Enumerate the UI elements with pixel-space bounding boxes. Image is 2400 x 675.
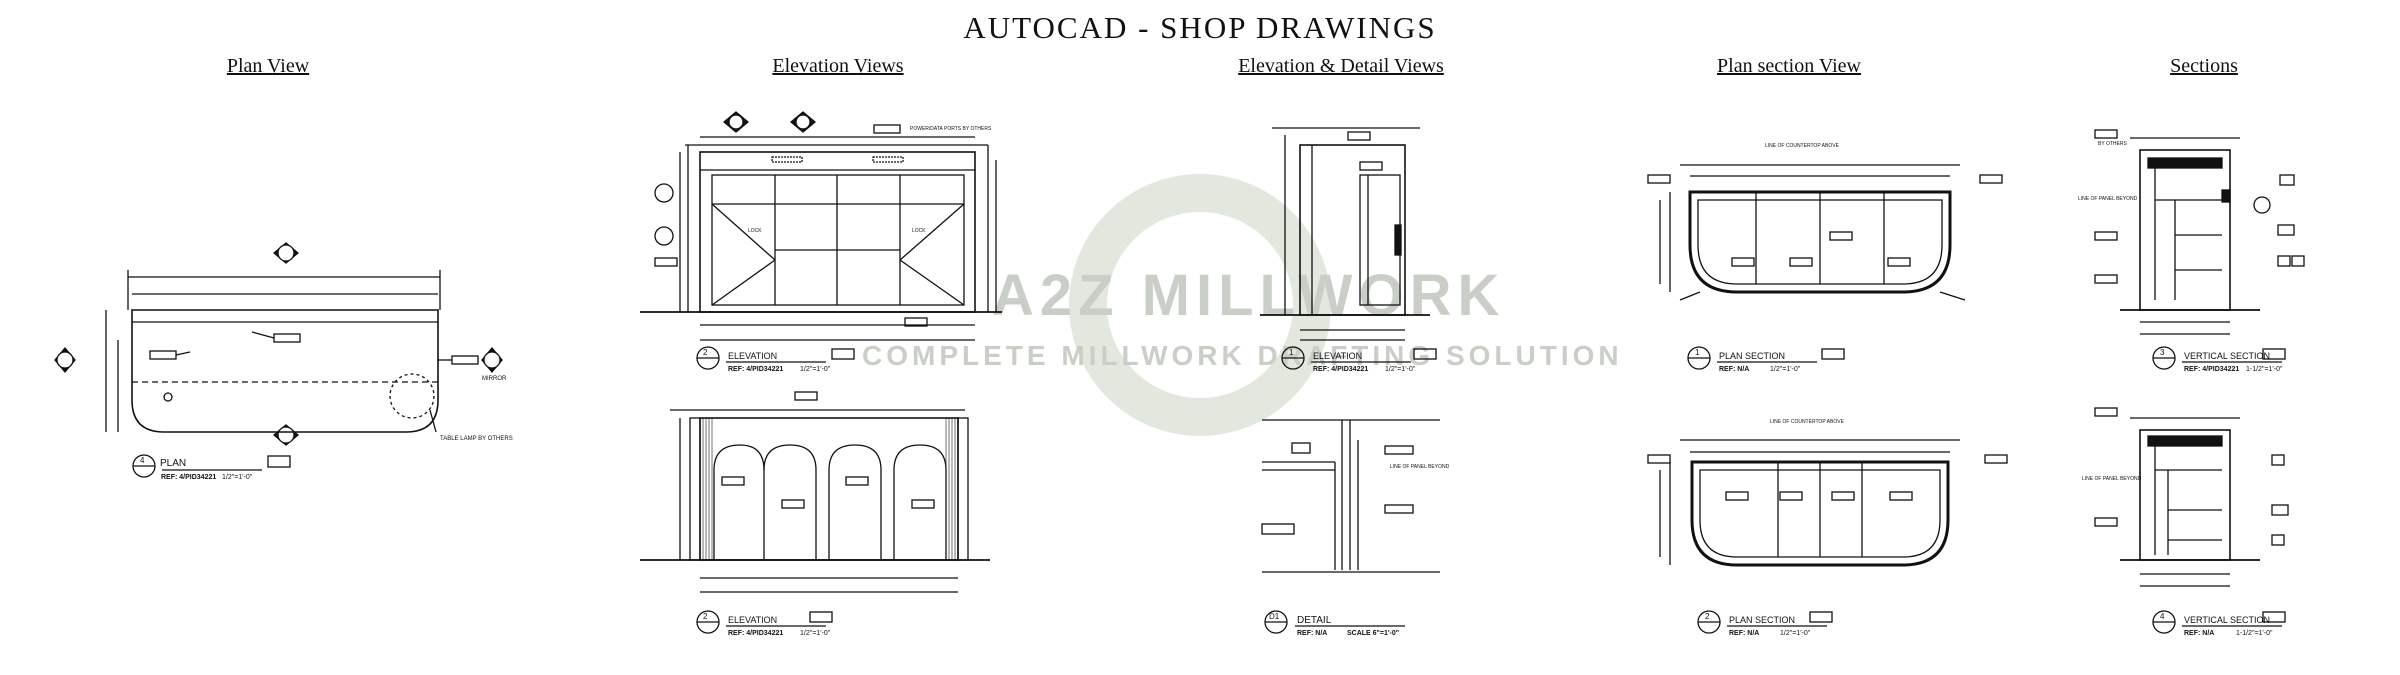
plan-number: 4 [140,456,145,465]
plan-section-bottom-scale: 1/2"=1'-0" [1780,630,1811,637]
section-marker-icon [789,111,817,133]
by-others-note: BY OTHERS [2098,141,2127,147]
plan-label: PLAN [160,458,186,469]
line-of-panel-note: LINE OF PANEL BEYOND [1390,464,1450,470]
plan-section-top-number: 1 [1695,348,1700,357]
section-marker-icon [272,424,300,446]
elev-top-label: ELEVATION [728,351,777,361]
detail-label: DETAIL [1297,615,1332,626]
vsection-bottom-scale: 1-1/2"=1'-0" [2236,630,2273,637]
lock-note-right: LOCK [912,228,926,234]
vsection-bottom-label: VERTICAL SECTION [2184,615,2270,625]
plan-scale: 1/2"=1'-0" [222,474,253,481]
vsection-top-label: VERTICAL SECTION [2184,351,2270,361]
elev-side-scale: 1/2"=1'-0" [1385,366,1416,373]
elevation-bottom-drawing: 2 ELEVATION REF: 4/PID34221 1/2"=1'-0" [640,391,990,637]
elev-side-ref: REF: 4/PID34221 [1313,366,1368,373]
section-marker-icon [54,346,76,374]
plan-section-top-label: PLAN SECTION [1719,351,1785,361]
plan-section-bottom-drawing: 2 PLAN SECTION REF: N/A 1/2"=1'-0" LINE … [1647,419,2008,637]
detail-number: D1 [1269,612,1280,621]
elev-bottom-label: ELEVATION [728,615,777,625]
watermark-tagline: COMPLETE MILLWORK DRAFTING SOLUTION [862,340,1623,371]
vsection-bottom-ref: REF: N/A [2184,630,2214,637]
plan-section-bottom-ref: REF: N/A [1729,630,1759,637]
vsection-bottom-number: 4 [2160,612,2165,621]
section-marker-icon [722,111,750,133]
plan-section-top-scale: 1/2"=1'-0" [1770,366,1801,373]
section-marker-icon [272,242,300,264]
elev-top-number: 2 [703,348,708,357]
power-data-note: POWER/DATA PORTS BY OTHERS [910,126,992,132]
elev-side-number: 1 [1289,348,1294,357]
panel-note-bottom: LINE OF PANEL BEYOND [2082,476,2142,482]
vsection-top-number: 3 [2160,348,2165,357]
section-marker-icon [481,346,503,374]
elev-top-ref: REF: 4/PID34221 [728,366,783,373]
section-title-plan-view: Plan View [226,55,310,77]
section-title-sections: Sections [2170,55,2238,77]
detail-ref: REF: N/A [1297,630,1327,637]
plan-section-top-drawing: 1 PLAN SECTION REF: N/A 1/2"=1'-0" LINE … [1647,143,2003,373]
mirror-note: MIRROR [482,376,507,382]
detail-scale: SCALE 6"=1'-0" [1347,630,1399,637]
vertical-section-top-drawing: 3 VERTICAL SECTION REF: 4/PID34221 1-1/2… [2078,129,2305,373]
section-title-plan-section-view: Plan section View [1717,55,1861,77]
plan-section-top-ref: REF: N/A [1719,366,1749,373]
countertop-note-top: LINE OF COUNTERTOP ABOVE [1765,143,1840,149]
vsection-top-ref: REF: 4/PID34221 [2184,366,2239,373]
section-title-elevation-detail-views: Elevation & Detail Views [1238,55,1444,77]
elev-side-label: ELEVATION [1313,351,1362,361]
plan-section-bottom-number: 2 [1705,612,1710,621]
elev-top-scale: 1/2"=1'-0" [800,366,831,373]
elevation-top-drawing: 2 ELEVATION REF: 4/PID34221 1/2"=1'-0" P… [640,111,1002,373]
panel-note-top: LINE OF PANEL BEYOND [2078,196,2138,202]
vsection-top-scale: 1-1/2"=1'-0" [2246,366,2283,373]
watermark-name: A2Z MILLWORK [992,263,1506,328]
countertop-note-bottom: LINE OF COUNTERTOP ABOVE [1770,419,1845,425]
table-lamp-note: TABLE LAMP BY OTHERS [440,436,513,442]
page-title: AUTOCAD - SHOP DRAWINGS [963,10,1437,45]
vertical-section-bottom-drawing: 4 VERTICAL SECTION REF: N/A 1-1/2"=1'-0"… [2082,407,2289,637]
elev-bottom-number: 2 [703,612,708,621]
elevation-side-drawing: 1 ELEVATION REF: 4/PID34221 1/2"=1'-0" [1260,127,1437,373]
lock-note-left: LOCK [748,228,762,234]
plan-drawing: PLAN REF: 4/PID34221 1/2"=1'-0" 4 TABLE … [54,242,513,481]
plan-section-bottom-label: PLAN SECTION [1729,615,1795,625]
plan-ref: REF: 4/PID34221 [161,474,216,481]
elev-bottom-scale: 1/2"=1'-0" [800,630,831,637]
detail-drawing: D1 DETAIL REF: N/A SCALE 6"=1'-0" LINE O… [1261,419,1450,637]
section-title-elevation-views: Elevation Views [772,55,904,77]
elev-bottom-ref: REF: 4/PID34221 [728,630,783,637]
